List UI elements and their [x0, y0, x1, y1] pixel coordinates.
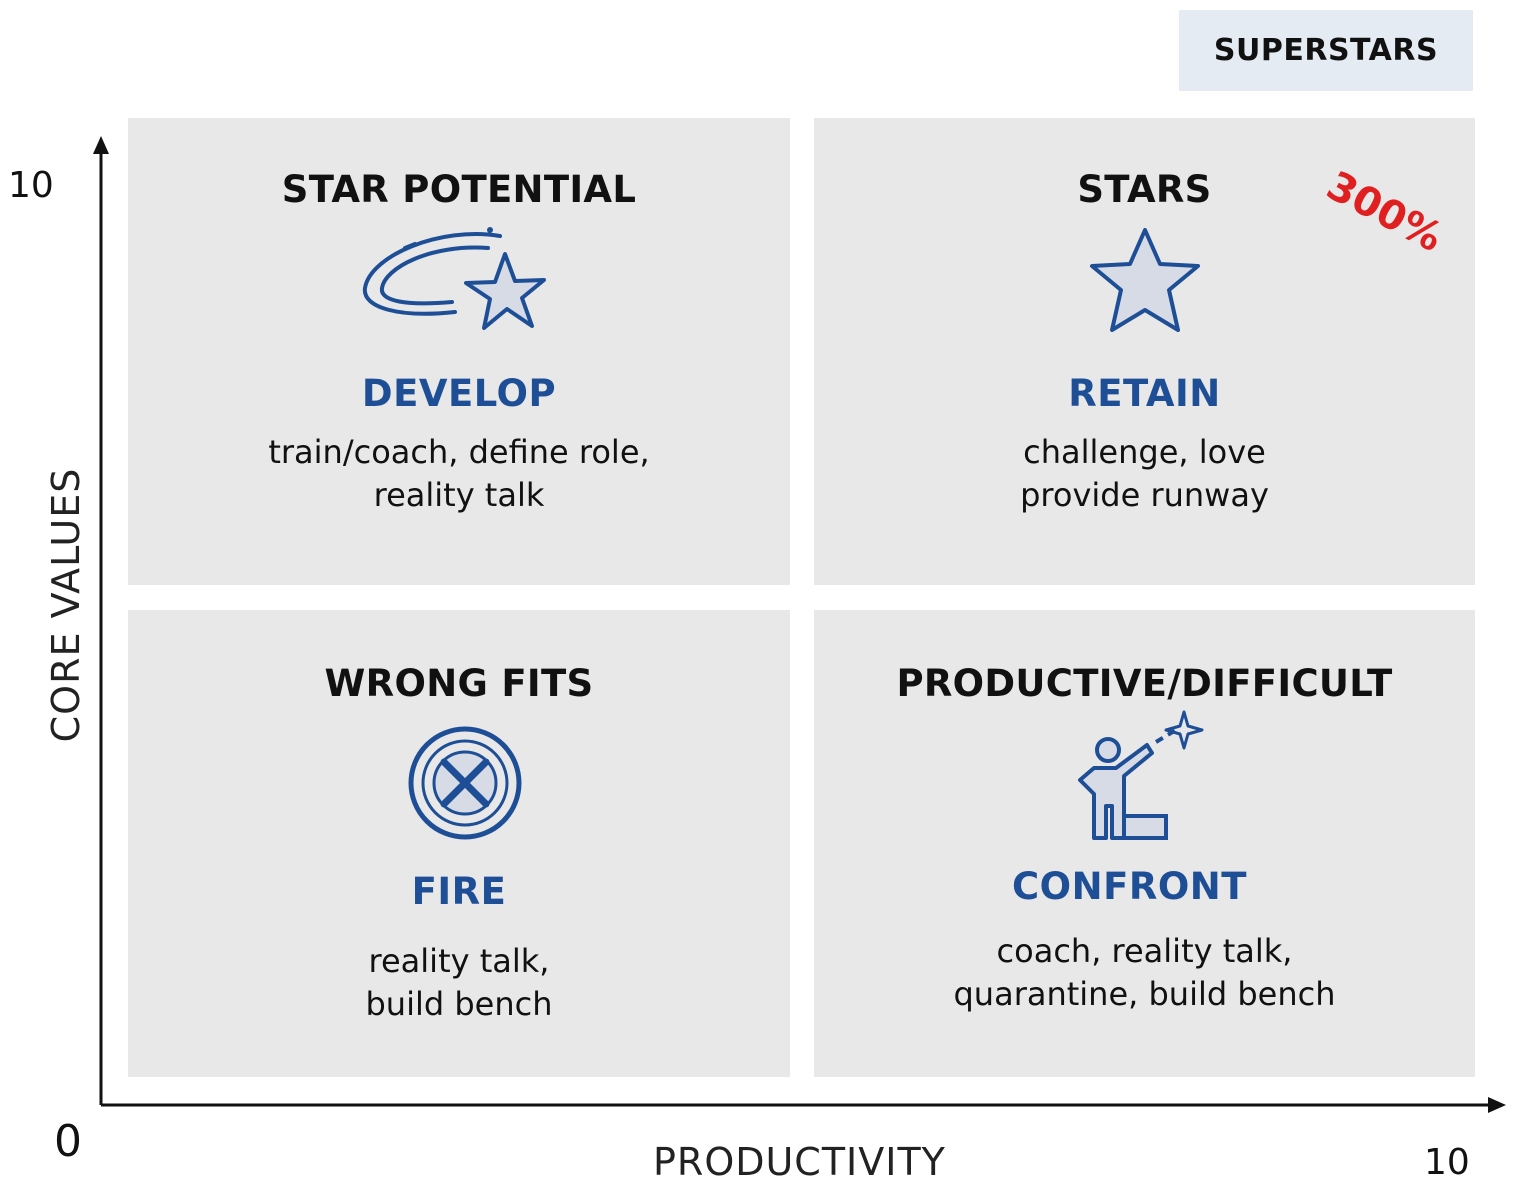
- y-axis-label: CORE VALUES: [44, 467, 88, 743]
- quadrant-wrong-fits: WRONG FITS FIRE reality talk, build benc…: [128, 610, 790, 1077]
- quadrant-star-potential: STAR POTENTIAL DEVELOP train/coach, defi…: [128, 118, 790, 585]
- quadrant-description: reality talk, build bench: [365, 942, 553, 1023]
- y-max-label: 10: [8, 165, 54, 206]
- quadrant-stars: STARS RETAIN challenge, love provide run…: [814, 118, 1475, 585]
- quadrant-action: CONFRONT: [1012, 865, 1247, 908]
- x-circle-icon: [408, 726, 522, 840]
- origin-label: 0: [54, 1116, 82, 1167]
- x-max-label: 10: [1424, 1142, 1470, 1183]
- quadrant-description: challenge, love provide runway: [1020, 433, 1269, 514]
- shooting-star-icon: [362, 227, 546, 330]
- quadrant-action: FIRE: [411, 870, 507, 913]
- person-reaching-star-icon: [1078, 710, 1204, 840]
- x-axis-arrow: [1488, 1097, 1506, 1113]
- quadrant-title: STAR POTENTIAL: [281, 168, 637, 211]
- star-icon: [1090, 228, 1200, 332]
- quadrant-productive-difficult: PRODUCTIVE/DIFFICULT CONFRONT coach, rea…: [814, 610, 1475, 1077]
- quadrant-title: WRONG FITS: [324, 662, 594, 705]
- x-axis-label: PRODUCTIVITY: [653, 1140, 946, 1184]
- quadrant-title: STARS: [1077, 168, 1212, 211]
- y-axis-arrow: [93, 136, 109, 154]
- quadrant-action: DEVELOP: [361, 372, 557, 415]
- quadrant-description: train/coach, define role, reality talk: [268, 433, 650, 514]
- superstars-badge: SUPERSTARS: [1179, 10, 1473, 91]
- quadrant-description: coach, reality talk, quarantine, build b…: [953, 932, 1336, 1013]
- quadrant-action: RETAIN: [1068, 372, 1221, 415]
- quadrant-title: PRODUCTIVE/DIFFICULT: [896, 662, 1393, 705]
